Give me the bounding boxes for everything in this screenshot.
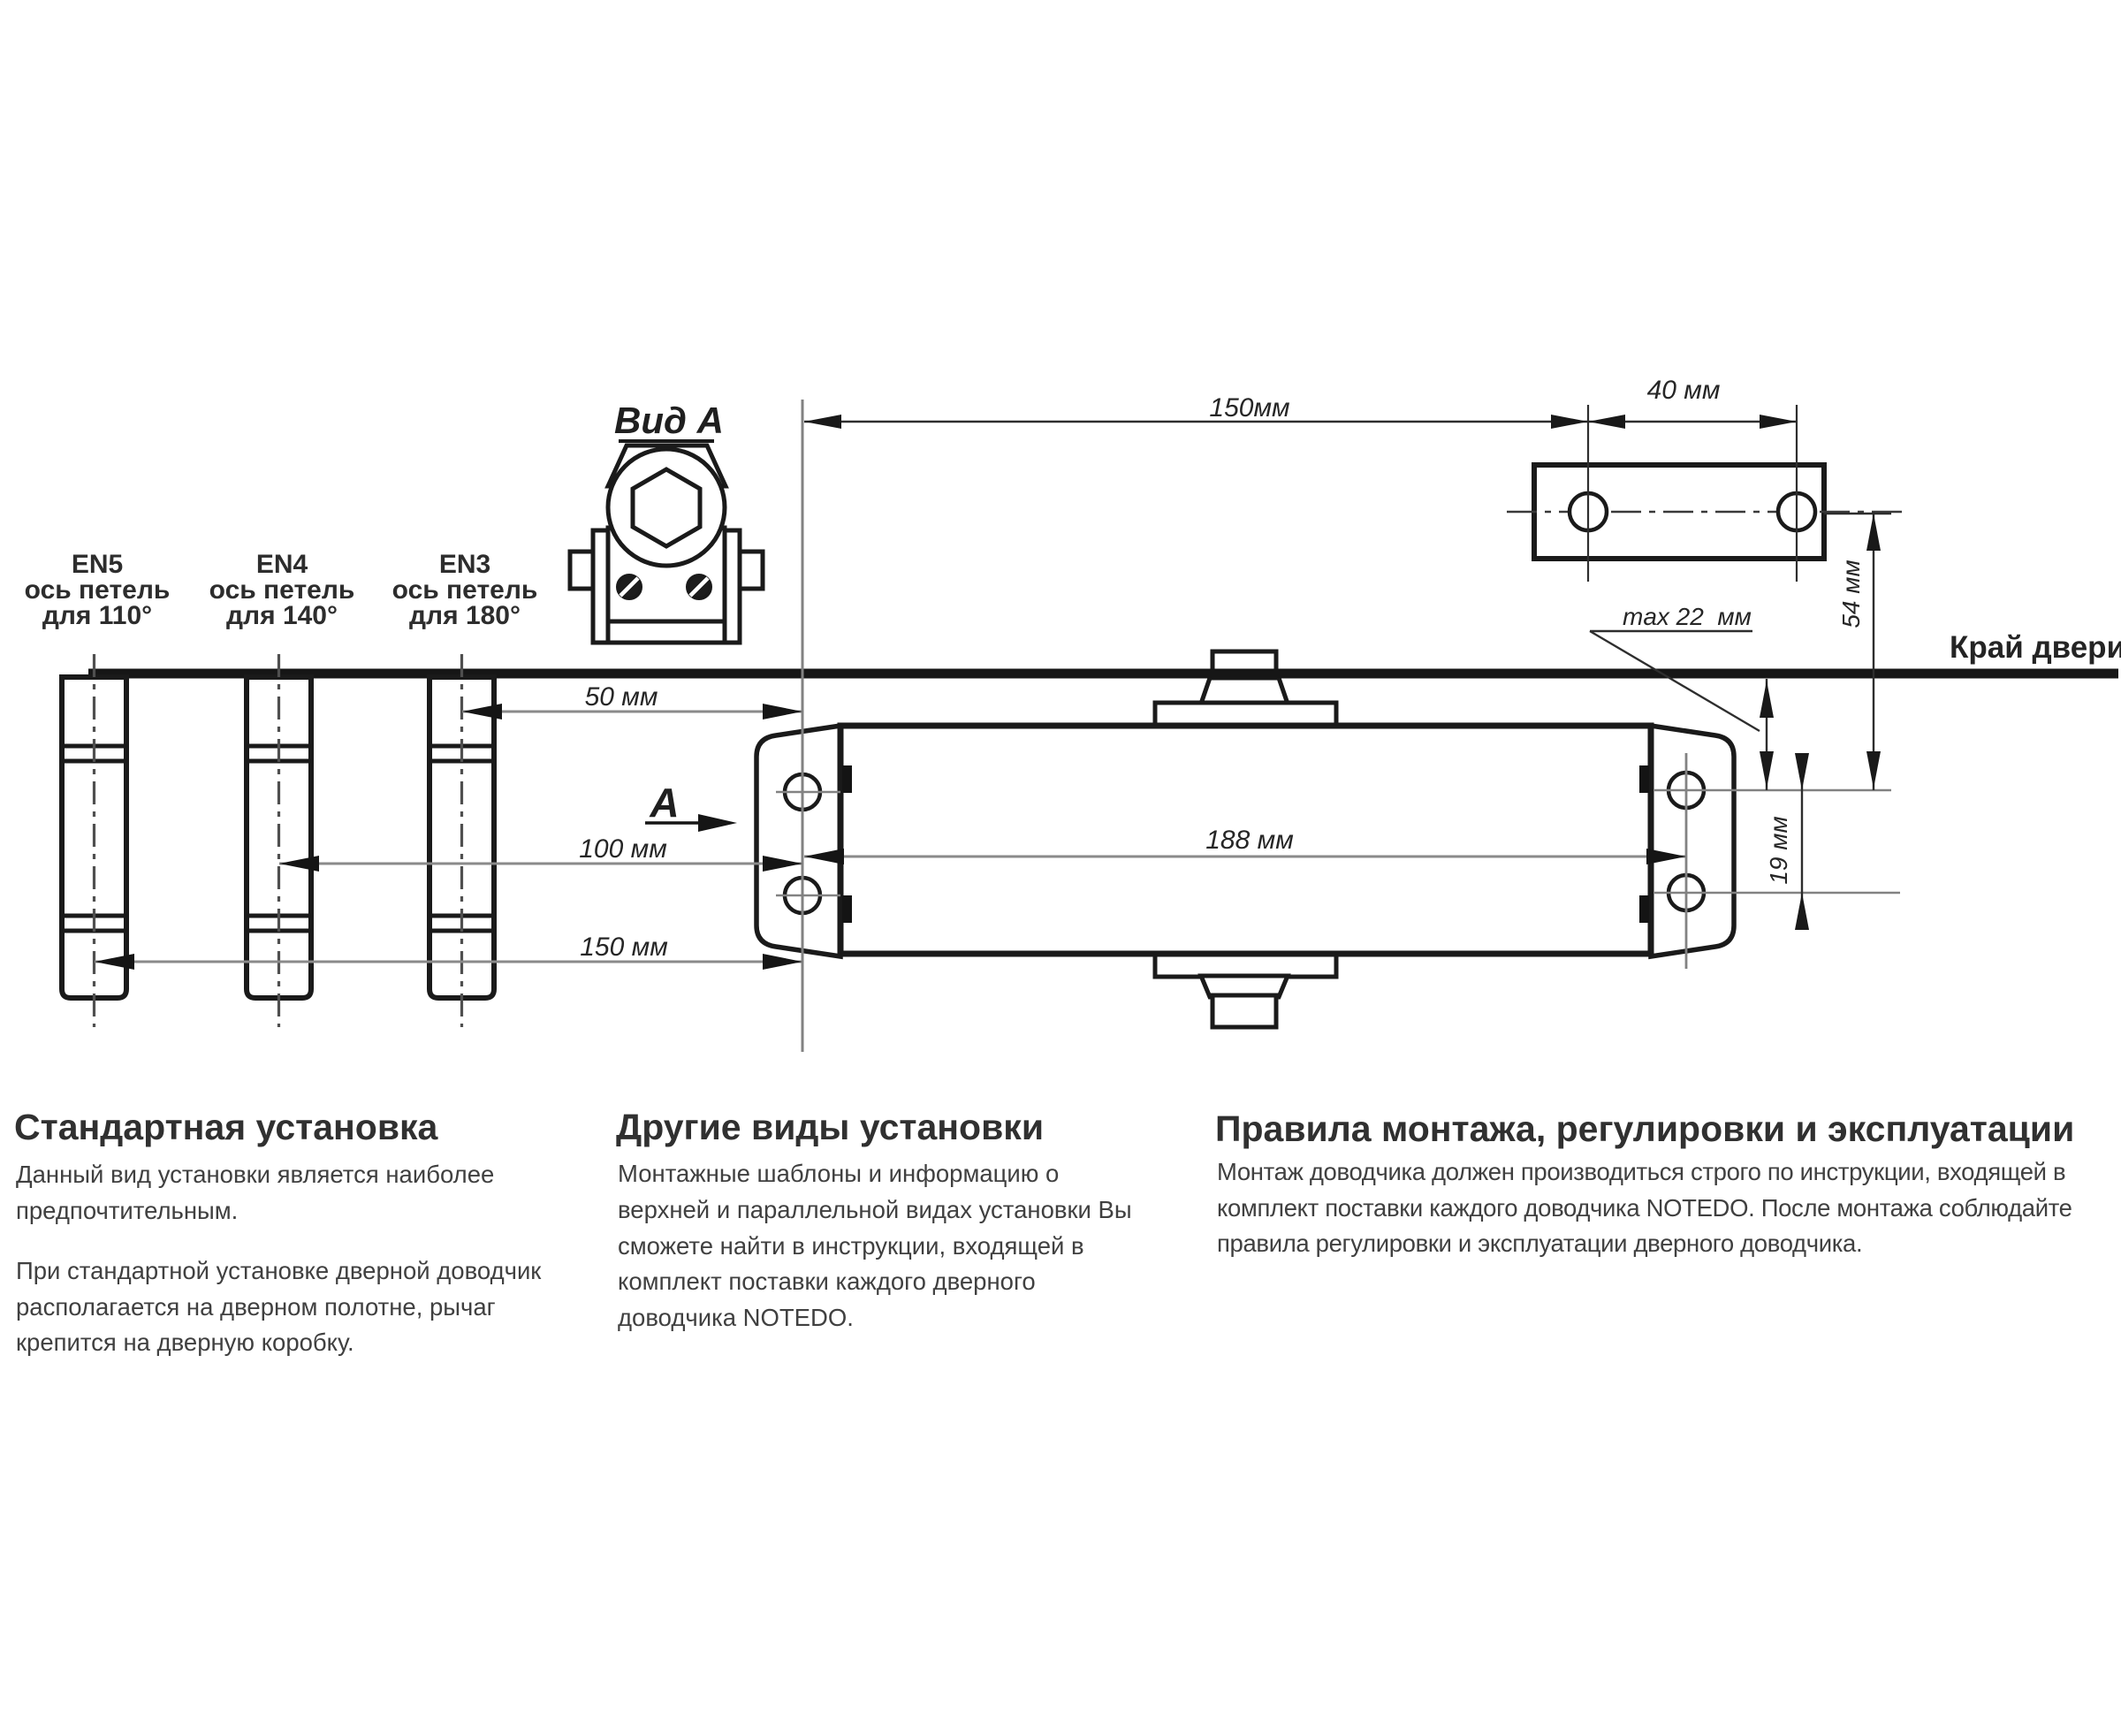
svg-text:для 110°: для 110° (42, 601, 152, 630)
svg-text:комплект поставки каждого дово: комплект поставки каждого доводчика NOTE… (1217, 1194, 2072, 1222)
svg-text:доводчика NOTEDO.: доводчика NOTEDO. (618, 1304, 854, 1331)
svg-text:Стандартная установка: Стандартная установка (14, 1107, 439, 1147)
svg-text:сможете найти в инструкции, вх: сможете найти в инструкции, входящей в (618, 1232, 1084, 1260)
svg-text:EN3: EN3 (439, 550, 490, 579)
svg-text:крепится на дверную коробку.: крепится на дверную коробку. (16, 1329, 354, 1356)
svg-text:Вид А: Вид А (614, 400, 724, 441)
svg-text:комплект поставки каждого двер: комплект поставки каждого дверного (618, 1268, 1036, 1295)
svg-text:EN4: EN4 (256, 550, 308, 579)
svg-text:40 мм: 40 мм (1647, 376, 1721, 405)
svg-text:Монтаж доводчика должен произв: Монтаж доводчика должен производиться ст… (1217, 1158, 2065, 1185)
svg-text:для 180°: для 180° (409, 601, 521, 630)
svg-text:ось петель: ось петель (25, 575, 171, 605)
svg-text:ось петель: ось петель (209, 575, 355, 605)
svg-text:Данный вид установки является: Данный вид установки является наиболее (16, 1161, 494, 1188)
svg-text:100 мм: 100 мм (579, 834, 667, 864)
svg-text:Другие виды установки: Другие виды установки (616, 1107, 1044, 1147)
svg-text:располагается на дверном полот: располагается на дверном полотне, рычаг (16, 1293, 496, 1321)
svg-text:EN5: EN5 (72, 550, 123, 579)
svg-text:188 мм: 188 мм (1205, 826, 1294, 855)
svg-text:для 140°: для 140° (226, 601, 338, 630)
svg-text:54 мм: 54 мм (1837, 560, 1865, 628)
svg-text:150мм: 150мм (1209, 393, 1289, 423)
svg-text:А: А (649, 780, 679, 826)
svg-text:19 мм: 19 мм (1765, 816, 1792, 884)
svg-text:max 22 мм: max 22 мм (1623, 603, 1752, 630)
svg-text:Край двери: Край двери (1950, 630, 2121, 665)
svg-text:ось петель: ось петель (392, 575, 538, 605)
svg-text:верхней и параллельной видах у: верхней и параллельной видах установки В… (618, 1196, 1132, 1223)
svg-text:150 мм: 150 мм (580, 933, 668, 962)
svg-text:50 мм: 50 мм (585, 682, 658, 712)
svg-text:предпочтительным.: предпочтительным. (16, 1197, 238, 1224)
svg-text:При стандартной установке двер: При стандартной установке дверной доводч… (16, 1257, 542, 1284)
svg-text:Монтажные шаблоны и информацию: Монтажные шаблоны и информацию о (618, 1160, 1059, 1187)
svg-text:правила регулировки и эксплуат: правила регулировки и эксплуатации дверн… (1217, 1230, 1862, 1257)
svg-text:Правила монтажа, регулировки и: Правила монтажа, регулировки и эксплуата… (1215, 1108, 2074, 1149)
